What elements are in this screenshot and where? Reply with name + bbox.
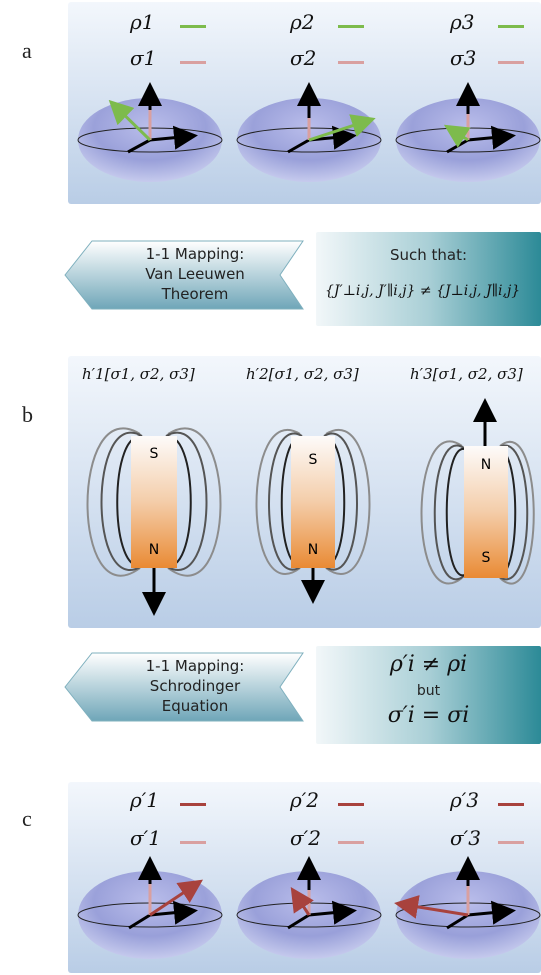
rho-1-legend-line (180, 25, 206, 28)
sigma-prime-2-legend-line (338, 841, 364, 844)
mapping-1-condition-box (316, 232, 541, 326)
sigma-1-legend-line (180, 61, 206, 64)
bloch-sphere-a2 (236, 82, 382, 182)
magnet-1-bottom-pole: N (148, 542, 160, 558)
panel-a-letter: a (22, 38, 32, 63)
mapping-2-line-2: Schrodinger (149, 677, 241, 695)
magnet-3-bottom-pole: S (481, 550, 491, 566)
magnet-3-top-pole: N (480, 457, 492, 473)
rho-2-label: ρ2 (290, 10, 315, 34)
magnet-3 (420, 398, 535, 585)
mapping-1-line-1: 1-1 Mapping: (145, 245, 245, 263)
sigma-2-legend-line (338, 61, 364, 64)
magnet-2-top-pole: S (308, 452, 318, 468)
bloch-sphere-c1 (77, 856, 223, 959)
sigma-3-label: σ3 (450, 46, 477, 70)
rho-prime-1-label: ρ′1 (130, 788, 160, 812)
mapping-2-line-1: ρ′i ≠ ρi (389, 652, 468, 677)
rho-3-label: ρ3 (450, 10, 475, 34)
panel-c-letter: c (22, 806, 32, 831)
sigma-1-label: σ1 (130, 46, 157, 70)
sigma-prime-2-label: σ′2 (290, 826, 321, 850)
rho-3-legend-line (498, 25, 524, 28)
mapping-1-box-title: Such that: (389, 246, 468, 264)
magnet-1 (86, 427, 222, 616)
sigma-prime-1-label: σ′1 (130, 826, 161, 850)
rho-1-label: ρ1 (130, 10, 155, 34)
magnet-2-bottom-pole: N (307, 542, 319, 558)
magnet-2 (255, 429, 371, 604)
sigma-prime-3-label: σ′3 (450, 826, 481, 850)
bloch-sphere-a1 (77, 82, 223, 182)
mapping-2-line-3: Equation (161, 697, 229, 715)
panel-b-letter: b (22, 402, 33, 427)
bloch-sphere-c3 (394, 856, 541, 959)
sigma-3-legend-line (498, 61, 524, 64)
h-3-label: h′3[σ1, σ2, σ3] (410, 365, 523, 383)
rho-prime-3-legend-line (498, 803, 524, 806)
mapping-1-box-formula: {J′⊥i,j, J′∥i,j} ≠ {J⊥i,j, J∥i,j} (325, 283, 521, 299)
mapping-2-line-2: but (416, 683, 441, 699)
magnet-1-top-pole: S (149, 446, 159, 462)
sigma-2-label: σ2 (290, 46, 317, 70)
h-1-label: h′1[σ1, σ2, σ3] (82, 365, 195, 383)
mapping-1-line-2: Van Leeuwen (145, 265, 245, 283)
rho-2-legend-line (338, 25, 364, 28)
bloch-sphere-c2 (236, 856, 382, 959)
rho-prime-1-legend-line (180, 803, 206, 806)
mapping-2-line-3: σ′i = σi (387, 703, 470, 728)
bloch-sphere-a3 (395, 82, 541, 182)
h-2-label: h′2[σ1, σ2, σ3] (246, 365, 359, 383)
sigma-prime-1-legend-line (180, 841, 206, 844)
rho-prime-2-label: ρ′2 (290, 788, 320, 812)
mapping-2-condition-box (316, 646, 541, 744)
mapping-2-line-1: 1-1 Mapping: (145, 657, 245, 675)
rho-prime-3-label: ρ′3 (450, 788, 480, 812)
rho-prime-2-legend-line (338, 803, 364, 806)
mapping-1-line-3: Theorem (161, 285, 229, 303)
sigma-prime-3-legend-line (498, 841, 524, 844)
